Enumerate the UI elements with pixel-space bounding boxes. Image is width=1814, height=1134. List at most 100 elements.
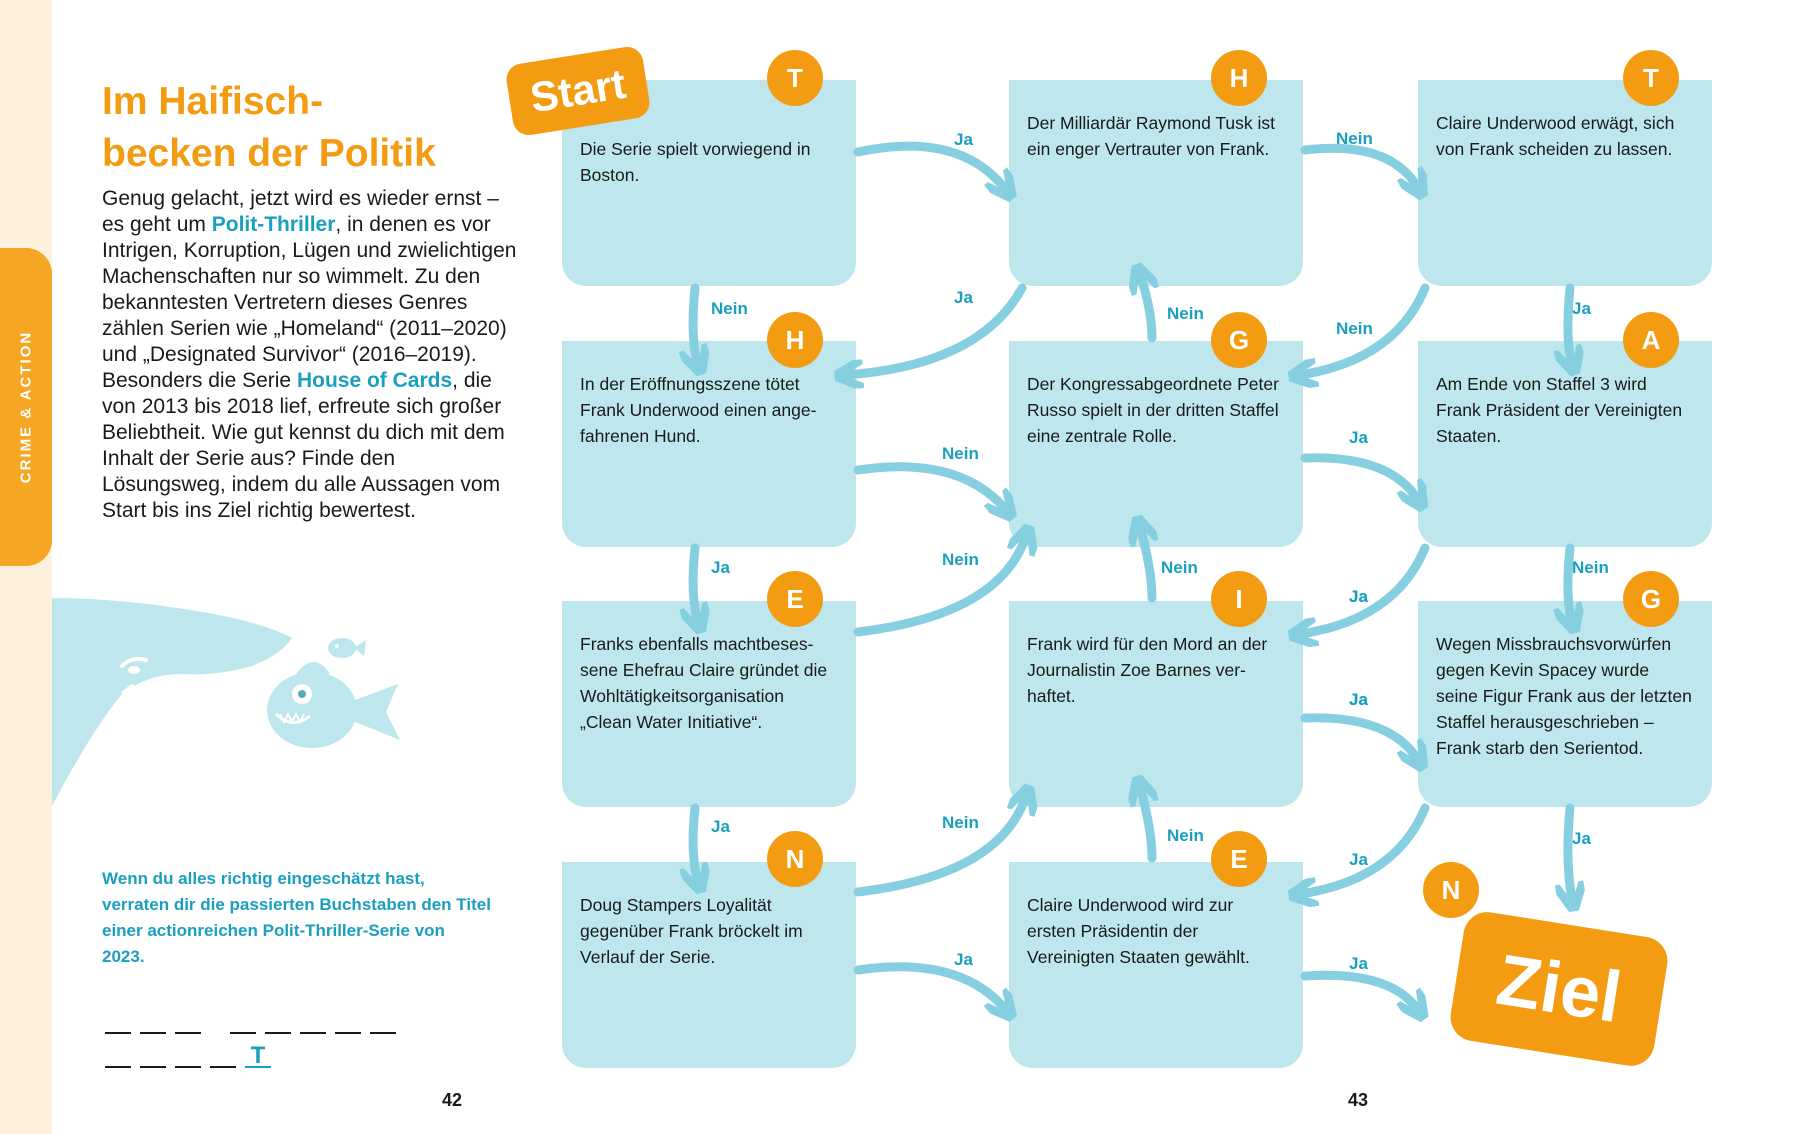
arrow [1300,453,1418,500]
statement-text: Claire Underwood erwägt, sich von Frank … [1436,113,1675,159]
arrow [853,141,1006,190]
solution-blank[interactable] [230,1010,256,1034]
title-line-2: becken der Politik [102,132,436,175]
arrow [693,803,698,882]
arrow-label: Nein [1572,558,1609,577]
statement-text: Die Serie spielt vorwiegend in Boston. [580,139,811,185]
intro-text-1: Genug gelacht, jetzt wird es wieder erns… [102,187,499,236]
arrow [1300,970,1418,1010]
letter-badge: H [767,312,823,368]
arrow [1140,527,1152,603]
letter-badge: A [1623,312,1679,368]
statement-text: Doug Stampers Loyalität gegenüber Frank … [580,895,803,967]
solution-hint: Wenn du alles richtig eingeschätzt hast,… [102,869,491,966]
arrow-label: Ja [711,558,730,577]
arrow-label: Ja [1349,850,1368,869]
highlight-polit-thriller: Polit-Thriller [211,213,336,236]
arrow-label: Ja [954,130,973,149]
letter-badge: T [767,50,823,106]
arrow-label: Nein [711,299,748,318]
statement-text: Franks ebenfalls machtbeses­sene Ehefrau… [580,634,828,732]
arrow-label: Ja [954,288,973,307]
arrow-label: Ja [1572,299,1591,318]
letter-badge: I [1211,571,1267,627]
letter-badge: T [1623,50,1679,106]
statement-box: Der Milliardär Raymond Tusk ist ein enge… [1009,80,1303,286]
arrow [693,283,698,364]
arrow-label: Ja [1572,829,1591,848]
arrow [1300,283,1430,375]
intro-text-2: , in denen es vor Intrigen, Korruption, … [102,213,517,392]
statement-text: Der Kongressabgeordnete Peter Russo spie… [1027,374,1279,446]
solution-blanks: T [105,1000,405,1068]
letter-badge: G [1211,312,1267,368]
arrow-label: Ja [954,950,973,969]
intro-paragraph: Genug gelacht, jetzt wird es wieder erns… [102,186,517,524]
page-edge-strip [0,0,52,1134]
letter-badge: G [1623,571,1679,627]
arrow [693,543,698,622]
arrow [853,462,1006,510]
arrow [853,796,1026,897]
arrow-label: Nein [942,813,979,832]
page-title: Im Haifisch- becken der Politik [102,76,522,180]
page-number-right: 43 [1348,1090,1369,1110]
solution-blank[interactable] [140,1044,166,1068]
arrow-label: Ja [1349,587,1368,606]
arrow-label: Ja [1349,428,1368,447]
statement-text: Am Ende von Staffel 3 wird Frank Präside… [1436,374,1683,446]
solution-blank[interactable] [105,1044,131,1068]
title-line-1: Im Haifisch- [102,80,324,123]
arrow [853,536,1026,637]
shark-illustration [52,598,400,806]
arrow [1300,803,1430,894]
highlight-house-of-cards: House of Cards [296,369,453,392]
statement-text: Frank wird für den Mord an der Journalis… [1027,634,1268,706]
statement-box: Claire Underwood erwägt, sich von Frank … [1418,80,1712,286]
arrow-label: Nein [1167,826,1204,845]
arrow [846,283,1027,375]
statement-text: In der Eröffnungsszene tötet Frank Under… [580,374,817,446]
arrow [1568,803,1572,900]
solution-blank-filled[interactable]: T [245,1044,271,1068]
solution-row-2: T [105,1034,405,1068]
arrow-label: Nein [1336,319,1373,338]
arrow-label: Nein [1336,129,1373,148]
solution-blank[interactable] [370,1010,396,1034]
solution-blank[interactable] [210,1044,236,1068]
letter-badge-goal: N [1423,862,1479,918]
solution-blank[interactable] [300,1010,326,1034]
statement-box: Claire Underwood wird zur ersten Präside… [1009,862,1303,1068]
solution-blank[interactable] [105,1010,131,1034]
statement-text: Claire Underwood wird zur ersten Präside… [1027,895,1250,967]
letter-badge: N [767,831,823,887]
statement-text: Der Milliardär Raymond Tusk ist ein enge… [1027,113,1275,159]
solution-row-1 [105,1000,405,1034]
statement-text: Wegen Missbrauchsvorwürfen gegen Kevin S… [1436,634,1692,758]
solution-blank[interactable] [140,1010,166,1034]
intro-text-3: , die von 2013 bis 2018 lief, erfreute s… [102,369,505,522]
arrow-label: Nein [942,444,979,463]
letter-badge: E [767,571,823,627]
solution-blank[interactable] [335,1010,361,1034]
arrow-label: Nein [1161,558,1198,577]
arrow [1140,275,1152,343]
arrow-label: Ja [1349,690,1368,709]
arrow [1300,543,1430,634]
arrow [853,962,1006,1010]
arrow [1140,787,1152,863]
solution-blank[interactable] [175,1044,201,1068]
solution-blank[interactable] [175,1010,201,1034]
arrow [1568,543,1572,622]
arrow [1568,283,1572,364]
page-number-left: 42 [442,1090,463,1110]
statement-box: Die Serie spielt vorwiegend in Boston. [562,80,856,286]
arrow-label: Ja [1349,690,1368,709]
arrow-label: Nein [1167,304,1204,323]
arrow [1300,713,1418,760]
solution-blank[interactable] [265,1010,291,1034]
arrow-label: Ja [1349,954,1368,973]
arrow [1300,143,1418,188]
letter-badge: E [1211,831,1267,887]
